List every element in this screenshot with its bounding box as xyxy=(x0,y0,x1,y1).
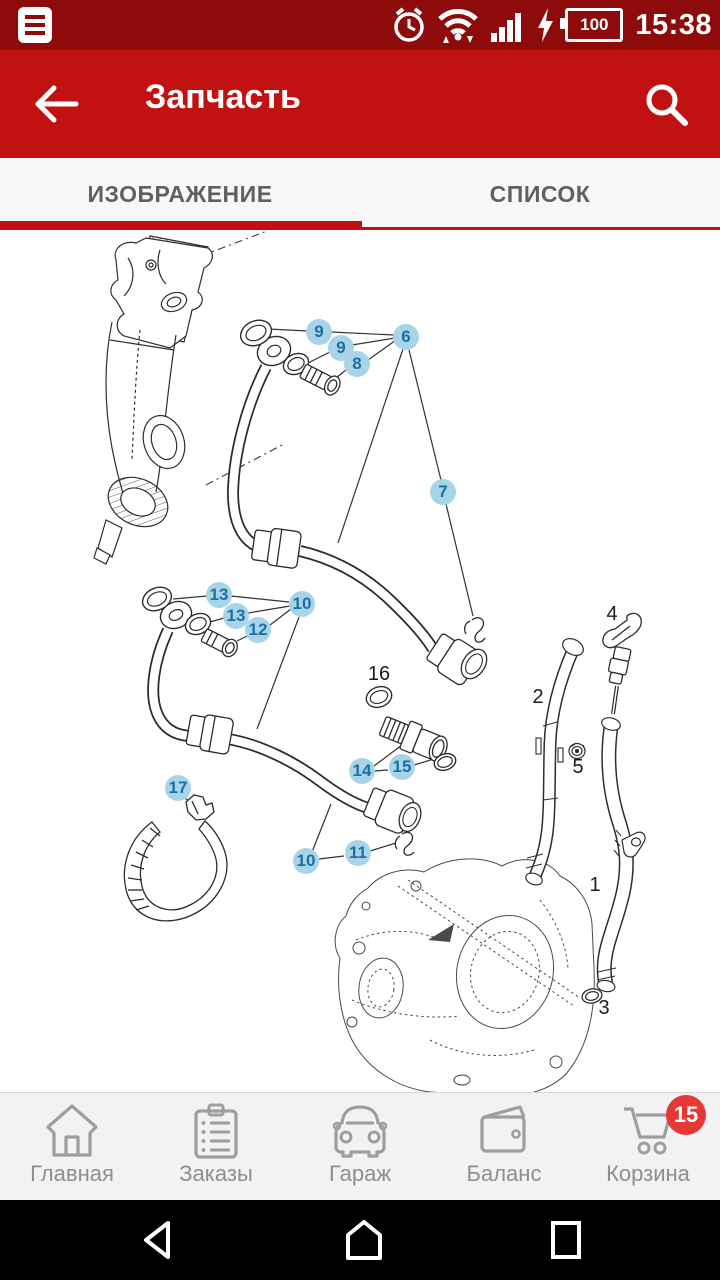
tab-list[interactable]: СПИСОК xyxy=(489,180,591,207)
charging-bolt-icon xyxy=(538,8,554,42)
clip-7-drawing xyxy=(463,617,486,643)
status-bar: 100 15:38 xyxy=(0,0,720,50)
wifi-icon xyxy=(438,9,479,43)
band-drawing xyxy=(123,794,228,922)
lower-hose-drawing xyxy=(141,586,422,856)
callout-7: 7 xyxy=(430,479,456,505)
balance-icon xyxy=(480,1105,526,1153)
garage-icon xyxy=(332,1105,388,1158)
active-tab-indicator xyxy=(0,221,362,230)
callout-3: 3 xyxy=(598,996,610,1019)
nav-item-balance[interactable]: Баланс xyxy=(432,1093,576,1200)
nav-item-cart[interactable]: Корзина 15 xyxy=(576,1093,720,1200)
nav-label: Корзина xyxy=(606,1161,690,1186)
tab-bar: ИЗОБРАЖЕНИЕ СПИСОК xyxy=(0,158,720,230)
tube-1-drawing xyxy=(581,717,646,1004)
callout-12: 12 xyxy=(245,617,271,643)
nav-item-garage[interactable]: Гараж xyxy=(288,1093,432,1200)
android-navigation-bar xyxy=(0,1200,720,1280)
nut-drawing xyxy=(568,742,586,760)
nav-label: Гараж xyxy=(328,1161,392,1186)
callout-16: 16 xyxy=(367,662,391,685)
recents-icon[interactable] xyxy=(544,1218,588,1262)
adapter-drawing xyxy=(365,685,457,772)
home-icon[interactable] xyxy=(342,1218,386,1262)
search-icon[interactable] xyxy=(642,80,690,128)
parts-diagram xyxy=(93,230,646,1092)
callout-15: 15 xyxy=(389,754,415,780)
battery-level: 100 xyxy=(580,15,609,34)
callout-11: 11 xyxy=(345,840,371,866)
app-bar: Запчасть xyxy=(0,50,720,158)
dipstick-drawing xyxy=(602,612,642,715)
callout-4: 4 xyxy=(606,602,618,625)
upper-hose-drawing xyxy=(226,319,488,686)
tab-image[interactable]: ИЗОБРАЖЕНИЕ xyxy=(87,180,273,207)
nav-label: Главная xyxy=(30,1161,114,1186)
nav-label: Заказы xyxy=(179,1161,253,1186)
callout-9: 9 xyxy=(306,319,332,345)
bottom-nav: Главная Заказы xyxy=(0,1092,720,1200)
dashdot-lines xyxy=(200,230,285,486)
cart-badge: 15 xyxy=(666,1095,706,1135)
orders-icon xyxy=(194,1103,238,1159)
gearbox-drawing xyxy=(334,858,595,1092)
nav-item-orders[interactable]: Заказы xyxy=(144,1093,288,1200)
nav-label: Баланс xyxy=(466,1161,542,1186)
home-icon xyxy=(46,1104,98,1157)
callout-13: 13 xyxy=(223,603,249,629)
clip-11-drawing xyxy=(394,831,415,856)
callout-8: 8 xyxy=(344,351,370,377)
oil-cooler-drawing xyxy=(93,235,213,565)
callout-5: 5 xyxy=(572,755,584,778)
signal-icon xyxy=(491,13,522,42)
back-arrow-icon[interactable] xyxy=(32,80,80,128)
tube-2-drawing xyxy=(525,638,584,886)
cart-icon xyxy=(624,1107,672,1155)
callout-2: 2 xyxy=(532,685,544,708)
callout-13: 13 xyxy=(206,582,232,608)
notification-list-icon xyxy=(18,7,52,43)
nav-item-home[interactable]: Главная xyxy=(0,1093,144,1200)
back-icon[interactable] xyxy=(138,1218,182,1262)
battery-icon: 100 xyxy=(560,8,624,42)
callout-6: 6 xyxy=(393,324,419,350)
callout-17: 17 xyxy=(165,775,191,801)
status-time: 15:38 xyxy=(635,8,712,41)
page-title: Запчасть xyxy=(145,78,301,116)
callout-1: 1 xyxy=(589,873,601,896)
callout-10: 10 xyxy=(293,848,319,874)
callout-10: 10 xyxy=(289,591,315,617)
callout-14: 14 xyxy=(349,758,375,784)
alarm-icon xyxy=(394,7,425,42)
